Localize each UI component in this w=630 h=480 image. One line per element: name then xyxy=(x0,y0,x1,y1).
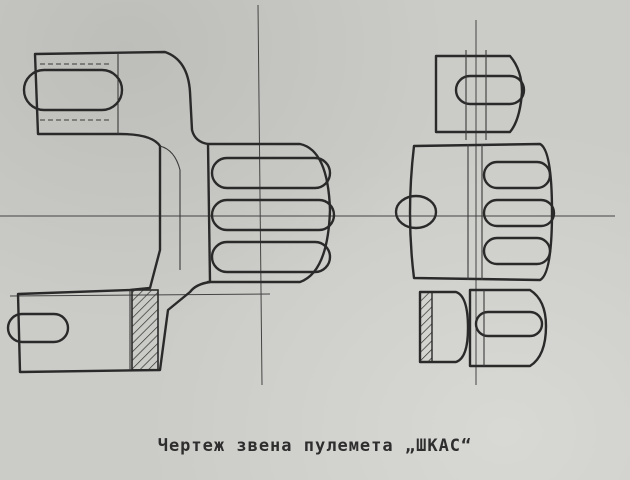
drawing-caption: Чертеж звена пулемета „ШКАС“ xyxy=(157,436,473,456)
side-view-spring-fingers xyxy=(206,142,336,284)
end-view-middle-body xyxy=(394,142,556,282)
end-view-top-collar xyxy=(434,50,526,140)
machine-gun-link-technical-drawing xyxy=(0,4,615,386)
section-hatching xyxy=(131,289,159,371)
side-view-link-body xyxy=(6,50,212,374)
center-lines xyxy=(0,4,615,386)
end-view-bottom-collar xyxy=(418,288,548,368)
